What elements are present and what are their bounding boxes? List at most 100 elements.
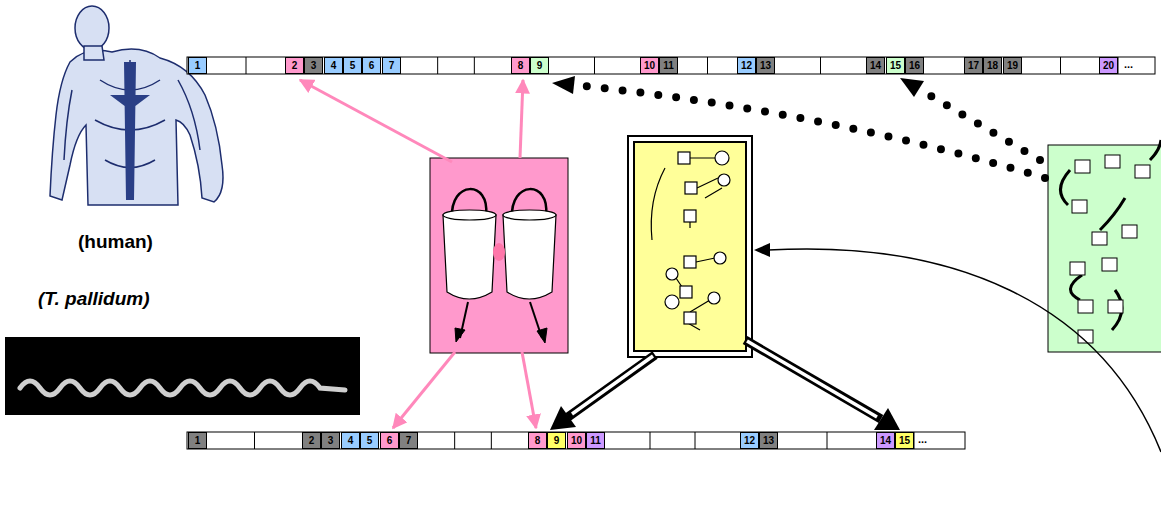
structure-illustration — [1048, 140, 1161, 352]
gene-cell: 5 — [343, 57, 362, 74]
gene-cell: 6 — [380, 432, 399, 449]
pump-bucket — [443, 215, 496, 299]
pink-arrow — [520, 80, 523, 158]
gene-cell: 3 — [321, 432, 340, 449]
cell-divider — [491, 432, 492, 449]
gene-number: 5 — [350, 60, 356, 71]
network-circle — [665, 295, 679, 309]
gene-number: 12 — [741, 60, 752, 71]
human-head — [75, 6, 109, 50]
network-square — [684, 210, 696, 222]
network-square — [680, 286, 692, 298]
gene-number: 12 — [744, 435, 755, 446]
network-circle — [714, 252, 726, 264]
gene-cell: 15 — [886, 57, 905, 74]
network-curve — [651, 168, 665, 240]
cell-divider — [827, 432, 828, 449]
structure-cube — [1105, 155, 1120, 168]
pump-joint — [493, 243, 505, 261]
structure-cube — [1070, 262, 1085, 275]
gene-number: 5 — [367, 435, 373, 446]
arrow-head — [550, 406, 576, 430]
gene-number: 17 — [968, 60, 979, 71]
double-arrow-core — [572, 356, 653, 414]
thin-curve — [768, 249, 1161, 452]
gene-cell: 6 — [362, 57, 381, 74]
cell-divider — [454, 432, 455, 449]
dotted-arrows — [552, 76, 1045, 178]
gene-number: 15 — [890, 60, 901, 71]
network-links — [676, 158, 722, 330]
gene-number: 18 — [987, 60, 998, 71]
network-circle — [715, 151, 729, 165]
image-background — [5, 337, 360, 415]
gene-cell: 12 — [737, 57, 756, 74]
network-frame — [628, 136, 752, 357]
cell-divider — [594, 57, 595, 74]
gene-number: 4 — [331, 60, 337, 71]
cell-divider — [437, 57, 438, 74]
pump-box — [430, 158, 568, 353]
gene-cell: 13 — [756, 57, 775, 74]
structure-cube — [1092, 232, 1107, 245]
gene-number: 9 — [537, 60, 543, 71]
gene-number: 8 — [518, 60, 524, 71]
gene-number: 11 — [590, 435, 601, 446]
gene-cell: 11 — [659, 57, 678, 74]
gene-cell: 17 — [964, 57, 983, 74]
ellipsis: ... — [918, 432, 927, 447]
structure-cube — [1075, 160, 1090, 173]
gene-cell: 15 — [895, 432, 914, 449]
blank-cells — [246, 57, 1118, 449]
gene-cell: 4 — [324, 57, 343, 74]
pump-arrow-head — [455, 328, 465, 342]
pink-arrow — [393, 352, 455, 428]
dotted-arrow — [574, 85, 1045, 178]
gene-number: 20 — [1103, 60, 1114, 71]
gene-number: 3 — [311, 60, 317, 71]
network-square — [678, 152, 690, 164]
gene-cell: 10 — [640, 57, 659, 74]
gene-number: 14 — [870, 60, 881, 71]
spirochete-image — [5, 337, 360, 415]
cell-divider — [1060, 57, 1061, 74]
gene-number: 15 — [899, 435, 910, 446]
pump-arrow-head — [537, 328, 547, 343]
spirochete — [20, 381, 345, 395]
human-body — [50, 49, 223, 205]
pink-arrows — [300, 80, 536, 428]
gene-cell: 1 — [188, 432, 207, 449]
gene-number: 8 — [535, 435, 541, 446]
gene-number: 13 — [763, 435, 774, 446]
gene-cell: 1 — [188, 57, 207, 74]
gene-cell: 7 — [382, 57, 401, 74]
network-circle — [708, 292, 720, 304]
pink-arrow — [522, 352, 536, 428]
structure-cube — [1102, 258, 1117, 271]
double-arrow — [568, 355, 655, 417]
double-arrow-core — [747, 341, 877, 417]
species-label: (human) — [78, 230, 153, 254]
gene-strip — [187, 432, 965, 449]
cell-divider — [474, 57, 475, 74]
gene-number: 14 — [880, 435, 891, 446]
gene-cell: 8 — [511, 57, 530, 74]
gene-number: 10 — [644, 60, 655, 71]
arrow-head — [552, 76, 575, 94]
arrow-head — [754, 243, 770, 257]
pink-arrow — [300, 80, 452, 162]
structure-cube — [1135, 165, 1150, 178]
network-box — [634, 142, 746, 351]
gene-number: 11 — [663, 60, 674, 71]
gene-cell: 9 — [547, 432, 566, 449]
gene-strip — [187, 57, 1155, 74]
ellipsis: ... — [1124, 57, 1133, 72]
gene-number: 16 — [909, 60, 920, 71]
gene-number: 6 — [369, 60, 375, 71]
gene-cell: 5 — [360, 432, 379, 449]
gene-number: 2 — [309, 435, 315, 446]
network-square — [684, 312, 696, 324]
network-illustration — [628, 136, 752, 357]
network-square — [685, 182, 697, 194]
